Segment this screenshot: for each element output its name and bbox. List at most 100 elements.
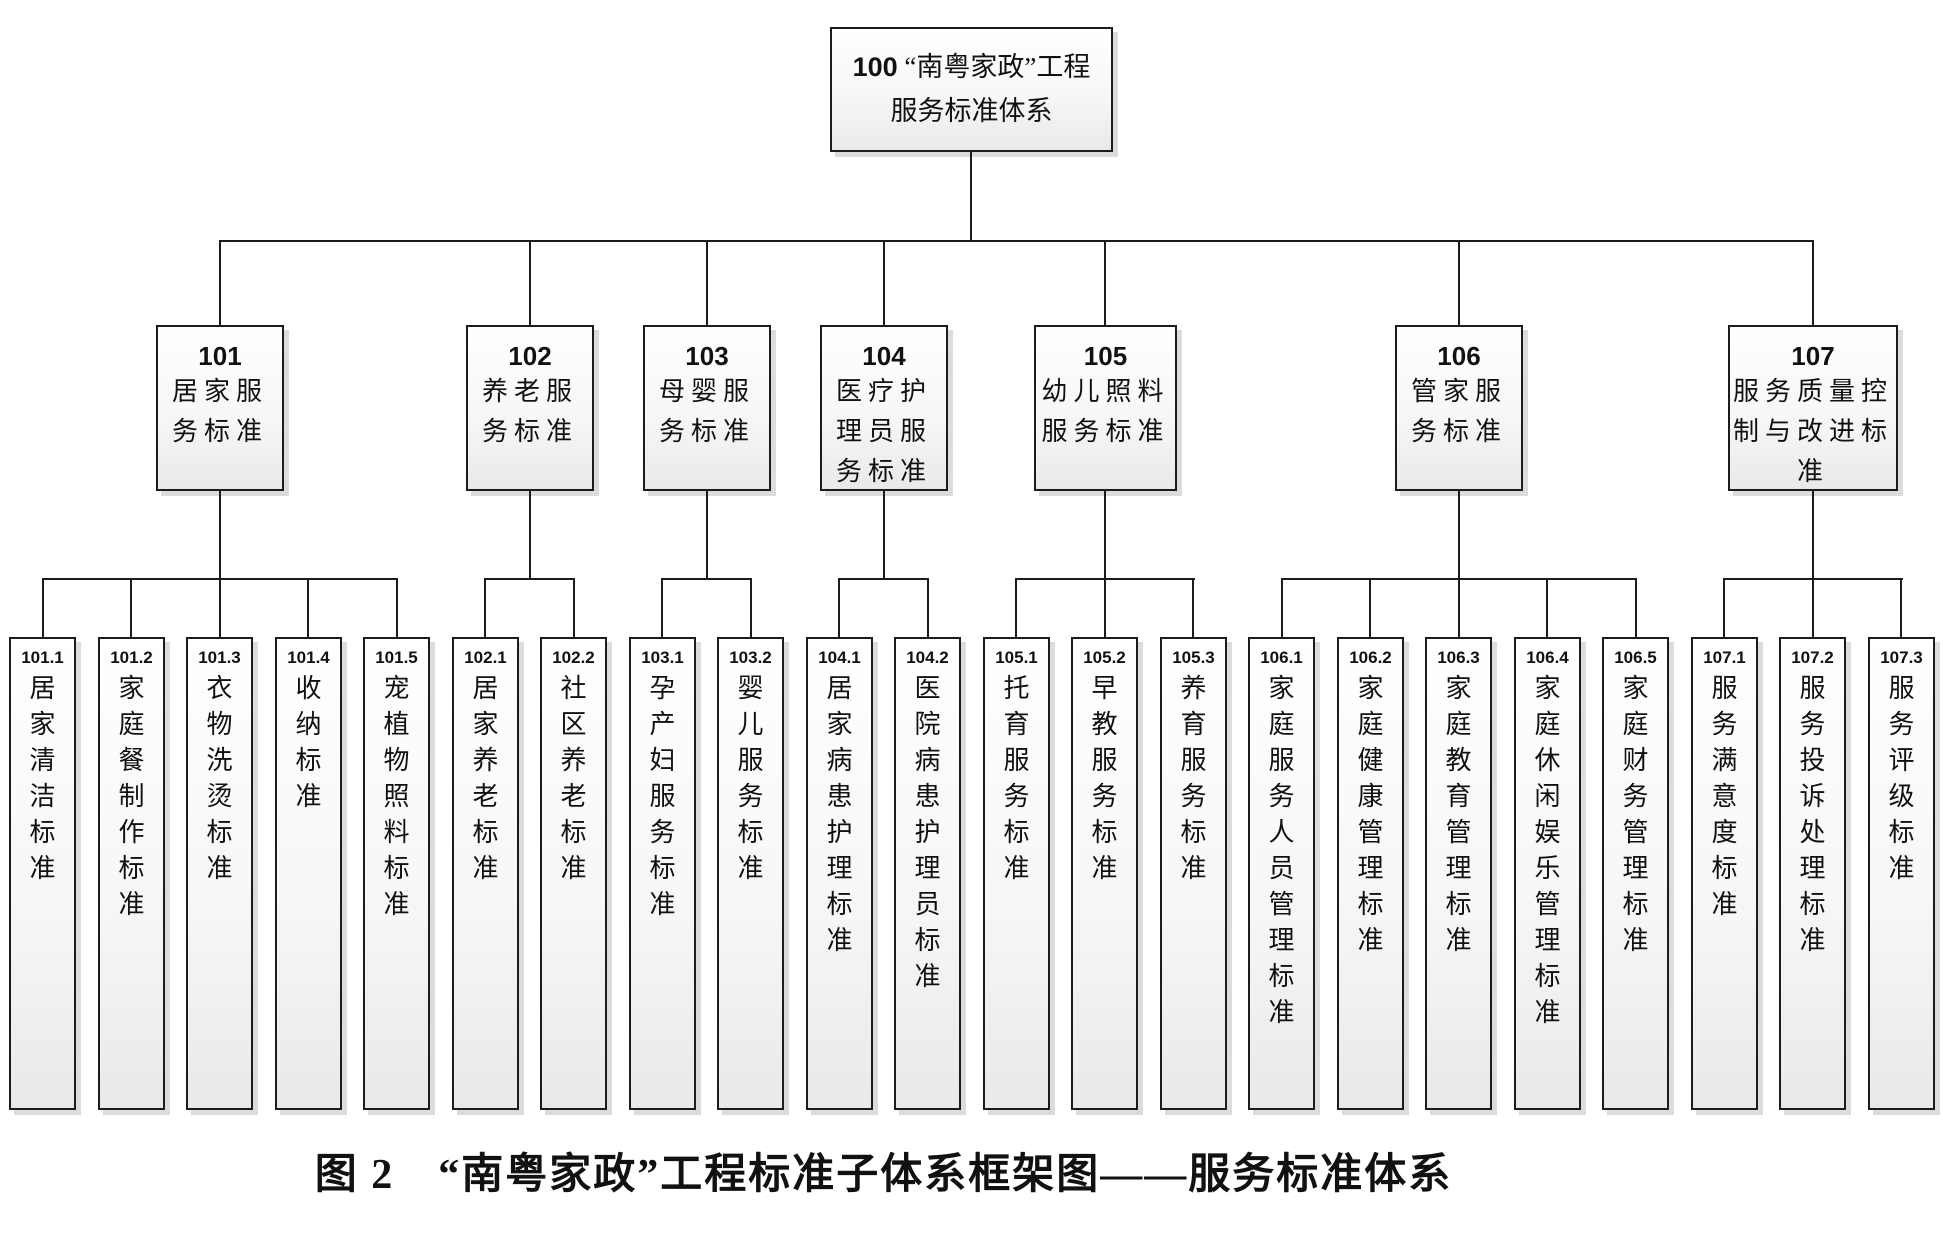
- node-label: 管家服 务标准: [1410, 377, 1507, 446]
- node-label: 衣物洗烫标准: [206, 674, 233, 883]
- node-102-2: 102.2 社区养老标准: [540, 637, 607, 1110]
- connector-leaf-106-4: [1546, 578, 1548, 637]
- connector-leaf-101-1: [42, 578, 44, 637]
- connector-drop-101: [219, 491, 221, 578]
- node-103-1: 103.1 孕产妇服务标准: [629, 637, 696, 1110]
- node-107-2: 107.2 服务投诉处理标准: [1779, 637, 1846, 1110]
- node-code: 103.1: [641, 648, 684, 667]
- connector-level1-rail: [219, 240, 1814, 242]
- connector-stem-102: [529, 240, 531, 325]
- node-102: 102 养老服 务标准: [466, 325, 594, 491]
- node-code: 104.1: [818, 648, 861, 667]
- node-102-1: 102.1 居家养老标准: [452, 637, 519, 1110]
- node-106: 106 管家服 务标准: [1395, 325, 1523, 491]
- connector-leaf-102-1: [484, 578, 486, 637]
- node-code: 101.2: [110, 648, 153, 667]
- connector-drop-106: [1458, 491, 1460, 578]
- node-105-2: 105.2 早教服务标准: [1071, 637, 1138, 1110]
- node-label: 服务投诉处理标准: [1799, 674, 1826, 955]
- connector-leaf-107-2: [1812, 578, 1814, 637]
- node-code: 104.2: [906, 648, 949, 667]
- figure-caption: 图 2 “南粤家政”工程标准子体系框架图——服务标准体系: [314, 1152, 1453, 1198]
- connector-leaf-101-2: [130, 578, 132, 637]
- connector-leaf-101-4: [307, 578, 309, 637]
- node-106-5: 106.5 家庭财务管理标准: [1602, 637, 1669, 1110]
- node-label: 医疗护 理员服 务标准: [835, 377, 932, 486]
- node-label: 宠植物照料标准: [383, 674, 410, 919]
- node-106-1: 106.1 家庭服务人员管理标准: [1248, 637, 1315, 1110]
- node-101-3: 101.3 衣物洗烫标准: [186, 637, 253, 1110]
- connector-leaf-107-3: [1900, 578, 1902, 637]
- node-code: 106.1: [1260, 648, 1303, 667]
- connector-drop-104: [883, 491, 885, 578]
- connector-stem-105: [1104, 240, 1106, 325]
- node-code: 104: [862, 341, 906, 371]
- node-code: 102: [508, 341, 552, 371]
- connector-drop-105: [1104, 491, 1106, 578]
- connector-leaf-104-2: [927, 578, 929, 637]
- node-106-3: 106.3 家庭教育管理标准: [1425, 637, 1492, 1110]
- connector-stem-106: [1458, 240, 1460, 325]
- connector-leaf-106-3: [1458, 578, 1460, 637]
- node-label: 社区养老标准: [560, 674, 587, 883]
- node-103: 103 母婴服 务标准: [643, 325, 771, 491]
- node-101-5: 101.5 宠植物照料标准: [363, 637, 430, 1110]
- node-104-2: 104.2 医院病患护理员标准: [894, 637, 961, 1110]
- connector-stem-107: [1812, 240, 1814, 325]
- node-code: 106: [1437, 341, 1481, 371]
- node-105: 105 幼儿照料 服务标准: [1034, 325, 1177, 491]
- node-label: 幼儿照料 服务标准: [1041, 377, 1170, 446]
- node-code: 101: [198, 341, 242, 371]
- connector-leaf-103-1: [661, 578, 663, 637]
- node-code: 105.2: [1083, 648, 1126, 667]
- node-104: 104 医疗护 理员服 务标准: [820, 325, 948, 491]
- node-label: 托育服务标准: [1003, 674, 1030, 883]
- node-code: 105: [1083, 341, 1128, 371]
- connector-leaf-106-5: [1635, 578, 1637, 637]
- node-label: 母婴服 务标准: [658, 377, 755, 446]
- node-label: 服务质量控 制与改进标 准: [1732, 377, 1893, 486]
- node-105-1: 105.1 托育服务标准: [983, 637, 1050, 1110]
- node-label: 居家病患护理标准: [826, 674, 853, 955]
- node-code: 105.1: [995, 648, 1038, 667]
- node-code: 105.3: [1172, 648, 1215, 667]
- node-105-3: 105.3 养育服务标准: [1160, 637, 1227, 1110]
- node-code: 107.3: [1880, 648, 1923, 667]
- node-label: 服务评级标准: [1888, 674, 1915, 883]
- connector-leaf-105-3: [1192, 578, 1194, 637]
- node-label: 家庭餐制作标准: [118, 674, 145, 919]
- connector-stem-101: [219, 240, 221, 325]
- node-code: 107.2: [1791, 648, 1834, 667]
- node-label: 医院病患护理员标准: [914, 674, 941, 991]
- node-101-2: 101.2 家庭餐制作标准: [98, 637, 165, 1110]
- node-label: 居家服 务标准: [171, 377, 268, 446]
- connector-drop-103: [706, 491, 708, 578]
- node-code: 106.2: [1349, 648, 1392, 667]
- node-code: 107: [1791, 341, 1835, 371]
- connector-leaf-104-1: [838, 578, 840, 637]
- connector-leaf-101-3: [219, 578, 221, 637]
- connector-leaf-102-2: [573, 578, 575, 637]
- node-label: 服务满意度标准: [1711, 674, 1738, 919]
- node-label: 孕产妇服务标准: [649, 674, 676, 919]
- connector-leaf-101-5: [396, 578, 398, 637]
- node-code: 103.2: [729, 648, 772, 667]
- node-100: 100 “南粤家政”工程 服务标准体系: [830, 27, 1113, 152]
- node-101-1: 101.1 居家清洁标准: [9, 637, 76, 1110]
- node-label: 居家养老标准: [472, 674, 499, 883]
- node-code: 101.4: [287, 648, 330, 667]
- node-label: 居家清洁标准: [29, 674, 56, 883]
- node-107-3: 107.3 服务评级标准: [1868, 637, 1935, 1110]
- node-104-1: 104.1 居家病患护理标准: [806, 637, 873, 1110]
- connector-drop-102: [529, 491, 531, 578]
- node-code: 103: [685, 341, 729, 371]
- node-label: 早教服务标准: [1091, 674, 1118, 883]
- node-101: 101 居家服 务标准: [156, 325, 284, 491]
- node-label: 养老服 务标准: [481, 377, 578, 446]
- node-code: 100: [852, 52, 898, 82]
- node-label: 收纳标准: [295, 674, 322, 811]
- node-106-4: 106.4 家庭休闲娱乐管理标准: [1514, 637, 1581, 1110]
- connector-stem-103: [706, 240, 708, 325]
- connector-root-stem: [970, 152, 972, 240]
